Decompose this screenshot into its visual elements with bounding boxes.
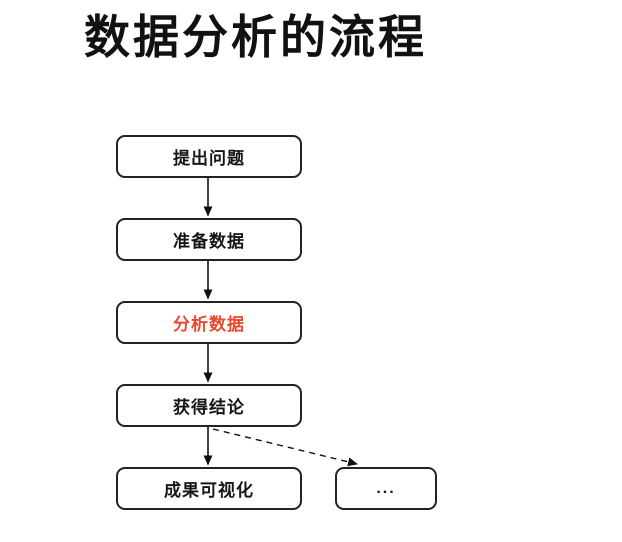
flow-node-more: ... xyxy=(335,467,437,510)
arrow-conclusion-to-more-dashed xyxy=(212,428,358,467)
flow-node-analyze-data: 分析数据 xyxy=(116,301,302,344)
flow-node-label: 分析数据 xyxy=(173,315,245,334)
flow-node-label: 成果可视化 xyxy=(164,481,254,500)
flow-node-visualize-results: 成果可视化 xyxy=(116,467,302,510)
page-title: 数据分析的流程 xyxy=(84,11,427,63)
flow-node-obtain-conclusion: 获得结论 xyxy=(116,384,302,427)
flow-node-label: 获得结论 xyxy=(173,398,245,417)
flow-node-label: 提出问题 xyxy=(173,149,245,168)
flow-node-prepare-data: 准备数据 xyxy=(116,218,302,261)
flow-node-propose-question: 提出问题 xyxy=(116,135,302,178)
flow-node-label: ... xyxy=(376,479,396,497)
flow-node-label: 准备数据 xyxy=(173,232,245,251)
